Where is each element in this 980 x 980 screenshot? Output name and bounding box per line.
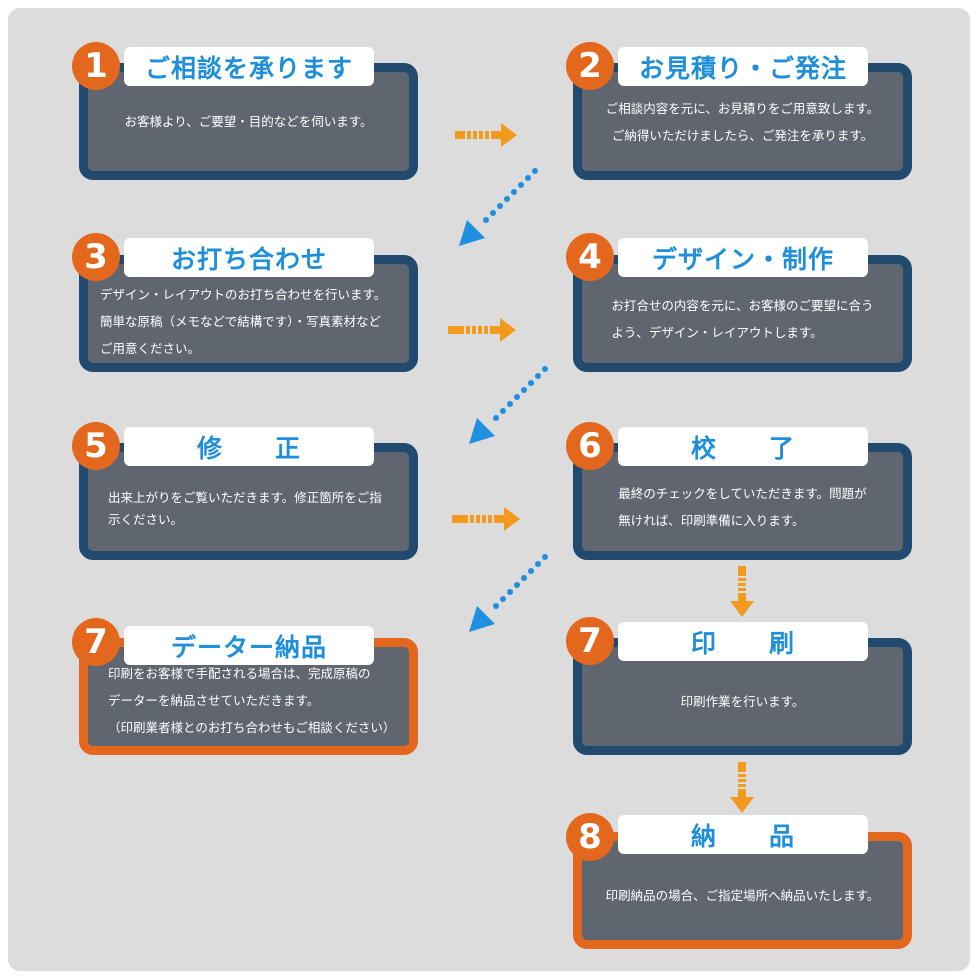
step-3-line-2: 簡単な原稿（メモなどで結構です）・写真素材など: [100, 314, 382, 329]
step-5-description: 出来上がりをご覧いただきます。修正箇所をご指 示ください。: [88, 452, 409, 551]
step-3-line-1: デザイン・レイアウトのお打ち合わせを行います。: [100, 287, 387, 302]
step-7-data-delivery-line-3: （印刷業者様とのお打ち合わせもご相談ください）: [108, 720, 396, 735]
step-8-description: 印刷納品の場合、ご指定場所へ納品いたします。: [582, 841, 903, 940]
arrow-diagonal-icon: [469, 554, 548, 632]
step-5-line-2: 示ください。: [108, 512, 184, 527]
step-4-line-1: お打合せの内容を元に、お客様のご要望に合う: [611, 297, 874, 313]
step-6-line-2: 無ければ、印刷準備に入ります。: [618, 512, 805, 528]
step-7-printing-line-1: 印刷作業を行います。: [680, 694, 805, 709]
arrow-right-icon: [448, 318, 516, 342]
step-8-line-1: 印刷納品の場合、ご指定場所へ納品いたします。: [605, 888, 880, 903]
step-7-printing-title: 印 刷: [618, 622, 868, 661]
step-4-number-badge: 4: [566, 233, 614, 281]
step-4-line-2: よう、デザイン・レイアウトします。: [611, 324, 823, 340]
step-1-description: お客様より、ご要望・目的などを伺います。: [88, 72, 409, 171]
step-1-number-badge: 1: [72, 42, 120, 90]
step-1-line-1: お客様より、ご要望・目的などを伺います。: [124, 114, 373, 129]
step-6-number-badge: 6: [566, 422, 614, 470]
step-2-line-1: ご相談内容を元に、お見積りをご用意致します。: [605, 100, 880, 116]
arrow-diagonal-icon: [459, 168, 538, 246]
step-1-title: ご相談を承ります: [124, 47, 374, 86]
step-6-line-1: 最終のチェックをしていただきます。問題が: [618, 485, 867, 501]
step-3-line-3: ご用意ください。: [100, 341, 201, 356]
step-2-title: お見積り・ご発注: [618, 47, 868, 86]
arrow-right-icon: [455, 123, 517, 147]
step-5-number-badge: 5: [72, 422, 120, 470]
step-3-title: お打ち合わせ: [124, 238, 374, 277]
step-7-data-delivery-number-badge: 7: [72, 618, 120, 666]
step-2-number-badge: 2: [566, 42, 614, 90]
step-7-data-delivery-description: 印刷をお客様で手配される場合は、完成原稿の データーを納品させていただきます。 …: [88, 647, 409, 746]
step-7-printing-description: 印刷作業を行います。: [582, 647, 903, 746]
step-3-number-badge: 3: [72, 233, 120, 281]
step-4-title: デザイン・制作: [618, 238, 868, 277]
step-8-number-badge: 8: [566, 813, 614, 861]
step-7-printing-number-badge: 7: [566, 617, 614, 665]
step-2-description: ご相談内容を元に、お見積りをご用意致します。 ご納得いただけましたら、ご発注を承…: [582, 72, 903, 171]
step-2-line-2: ご納得いただけましたら、ご発注を承ります。: [611, 127, 874, 143]
arrow-right-icon: [452, 507, 520, 531]
step-4-description: お打合せの内容を元に、お客様のご要望に合う よう、デザイン・レイアウトします。: [582, 264, 903, 363]
step-5-title: 修 正: [124, 427, 374, 466]
step-5-line-1: 出来上がりをご覧いただきます。修正箇所をご指: [108, 490, 382, 505]
step-3-description: デザイン・レイアウトのお打ち合わせを行います。 簡単な原稿（メモなどで結構です）…: [88, 264, 409, 363]
arrow-down-icon: [730, 566, 754, 617]
step-7-data-delivery-title: データー納品: [124, 626, 374, 665]
arrow-down-icon: [730, 762, 754, 813]
step-7-data-delivery-line-2: データーを納品させていただきます。: [108, 693, 320, 708]
arrow-diagonal-icon: [469, 366, 548, 444]
step-7-data-delivery-line-1: 印刷をお客様で手配される場合は、完成原稿の: [108, 666, 371, 681]
step-8-title: 納 品: [618, 815, 868, 854]
step-6-title: 校 了: [618, 427, 868, 466]
step-6-description: 最終のチェックをしていただきます。問題が 無ければ、印刷準備に入ります。: [582, 452, 903, 551]
